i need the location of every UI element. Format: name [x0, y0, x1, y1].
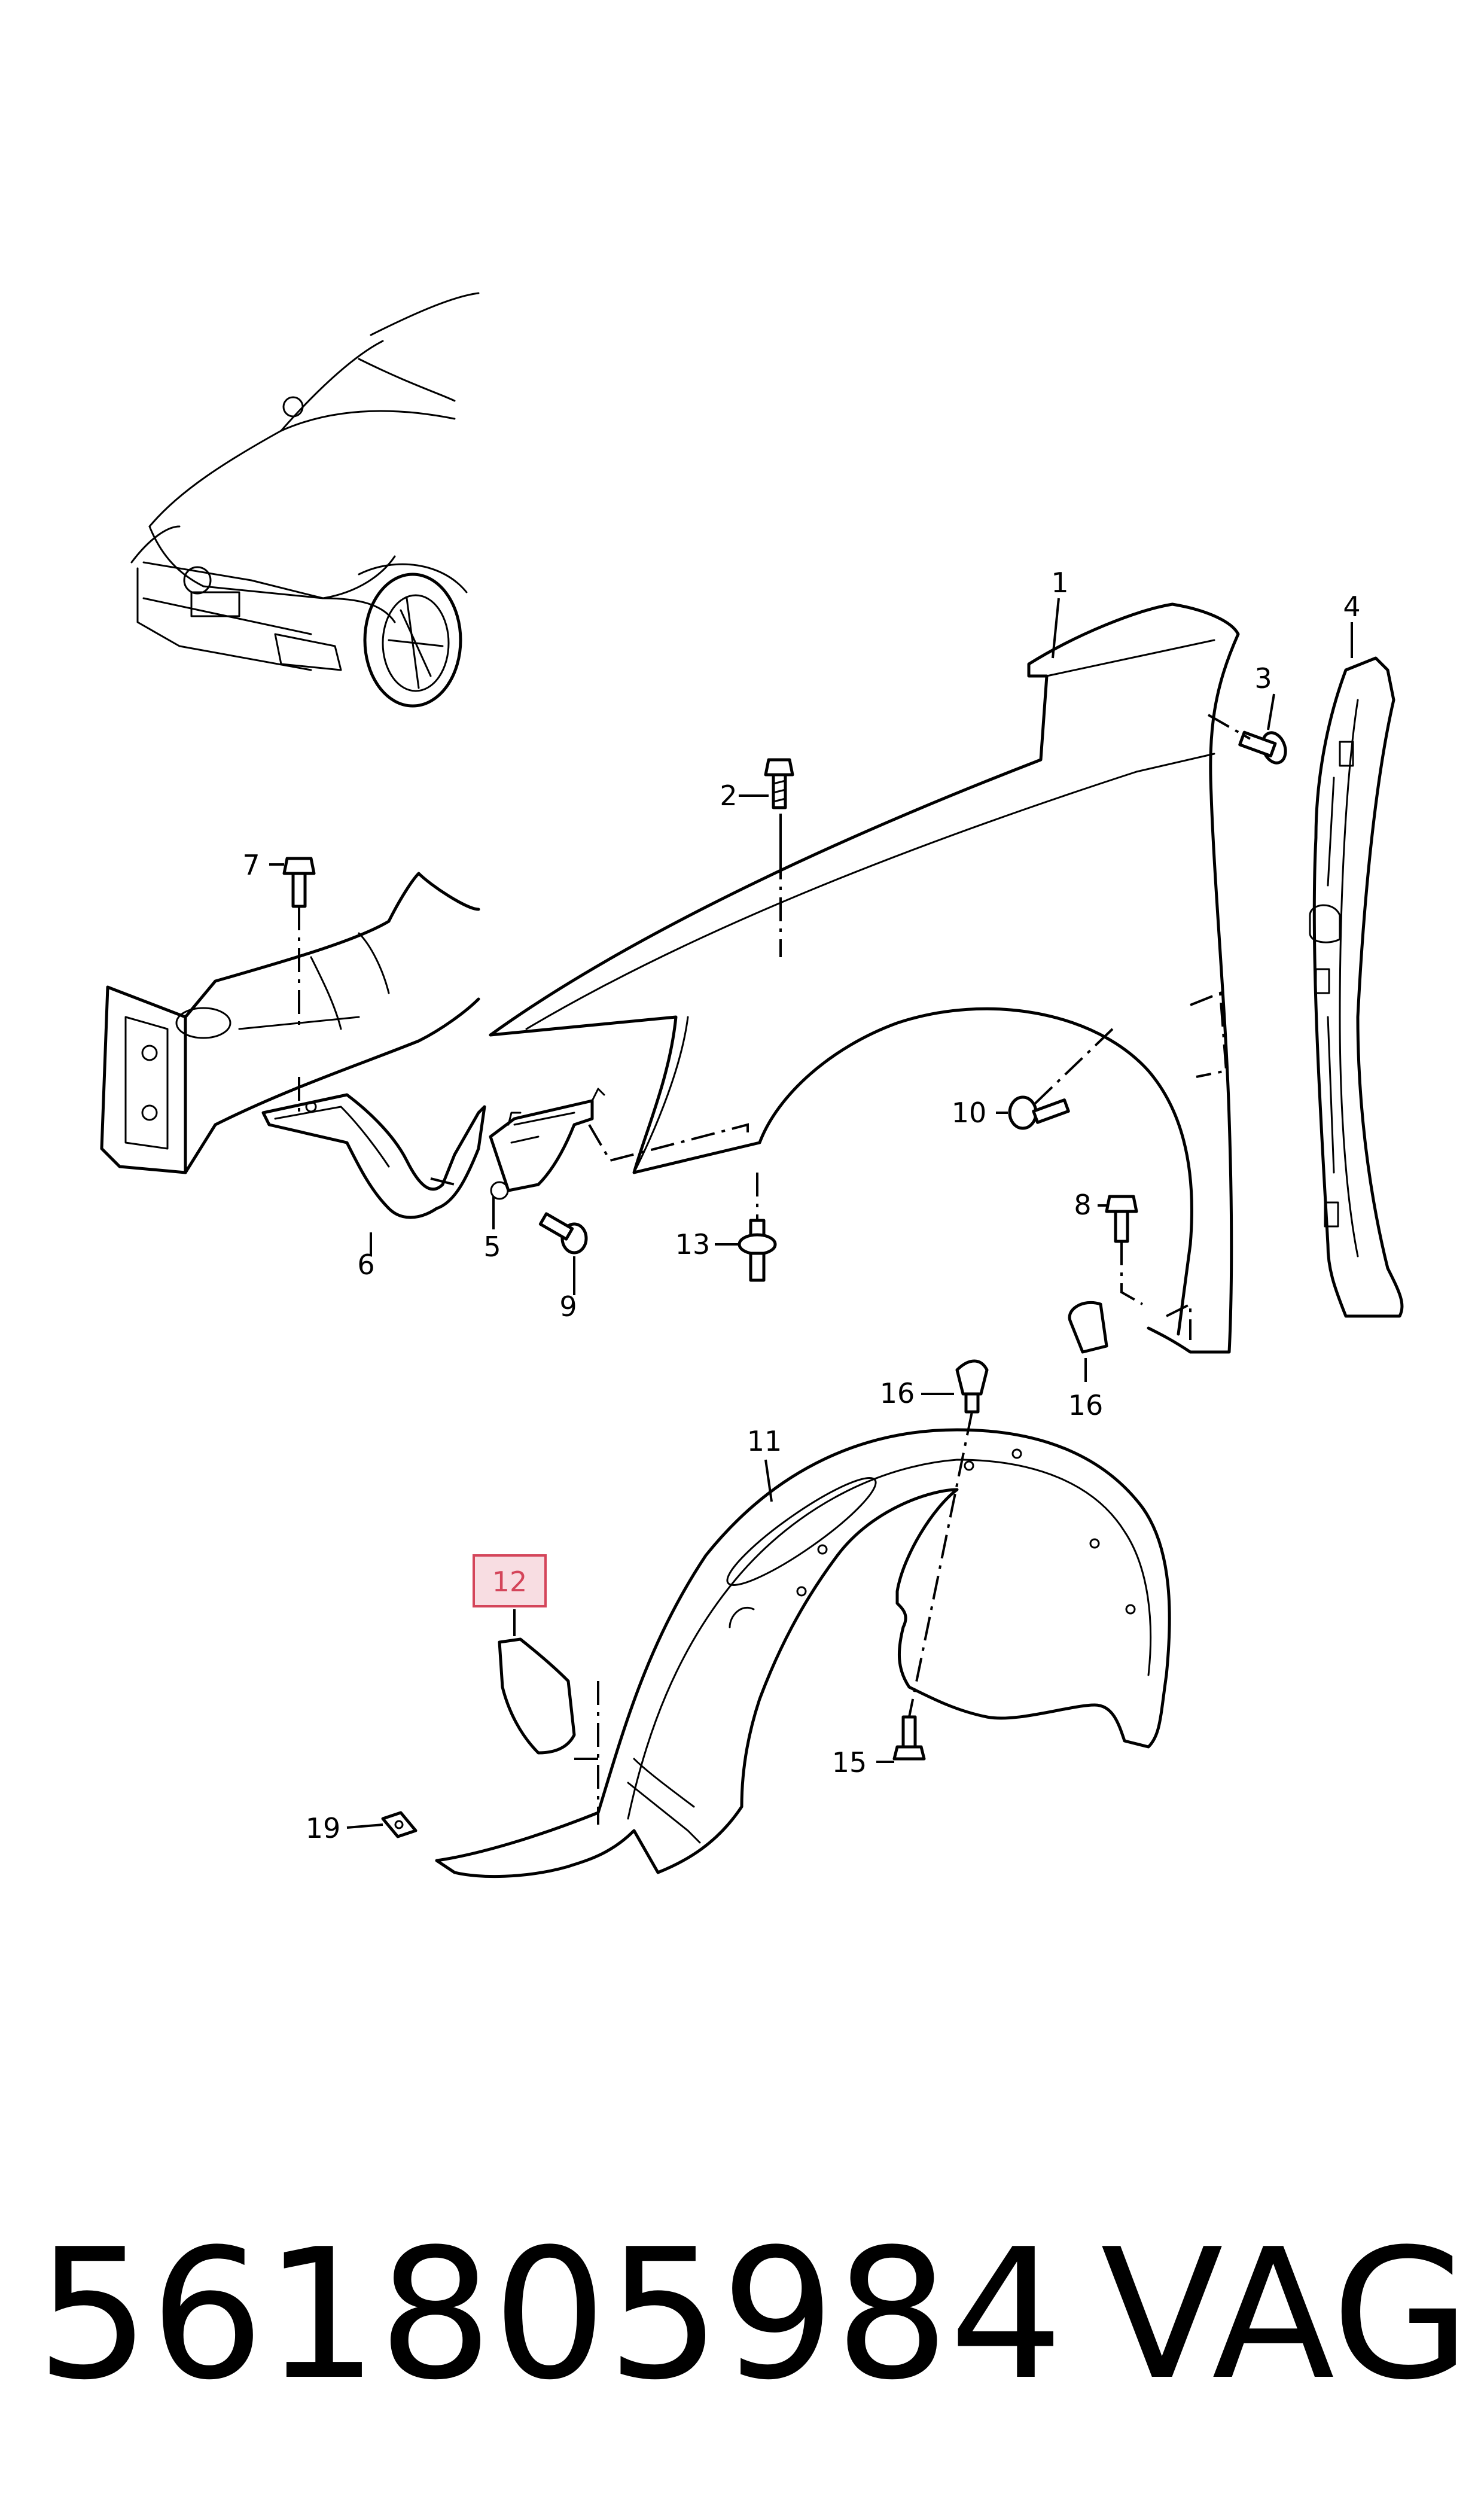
- wheelhouse-liner: [435, 1428, 1171, 1878]
- brand-label: VAG: [1101, 2211, 1471, 2419]
- callout-19: 19: [306, 1812, 341, 1844]
- callout-12: 12: [492, 1566, 528, 1598]
- callout-15: 15: [832, 1746, 867, 1779]
- bolt-9: [538, 1212, 588, 1255]
- bolt-10: [1008, 1095, 1070, 1130]
- leader-lines: [269, 598, 1353, 1829]
- fender-panel: [489, 602, 1240, 1354]
- callout-12-highlight: [473, 1554, 547, 1607]
- clip-16-bottom: [1068, 1301, 1108, 1354]
- pad-part-12: [498, 1637, 576, 1755]
- callout-2: 2: [720, 780, 737, 812]
- callout-13: 13: [675, 1228, 711, 1260]
- bolt-15: [892, 1715, 926, 1761]
- callout-3: 3: [1254, 662, 1272, 695]
- bolt-8: [1105, 1195, 1138, 1243]
- bolt-3: [1238, 730, 1287, 765]
- bolt-7: [282, 857, 316, 908]
- callout-16-top: 16: [880, 1377, 915, 1409]
- bracket-part-5: [489, 1088, 605, 1200]
- callout-labels: 1 2 3 4 5 6 7 8 9 10 11 12 13 15 16 16 1…: [242, 567, 1360, 1844]
- pillar-trim: [1309, 656, 1404, 1318]
- callout-11: 11: [747, 1425, 782, 1457]
- callout-10: 10: [952, 1097, 987, 1129]
- front-crossmember: [100, 872, 480, 1174]
- callout-16-bottom: 16: [1068, 1389, 1104, 1421]
- callout-9: 9: [559, 1290, 577, 1323]
- callout-7: 7: [242, 849, 260, 881]
- bracket-part-6: [261, 1093, 486, 1219]
- callout-4: 4: [1343, 590, 1360, 623]
- part-number: 561805984: [36, 2211, 1064, 2419]
- stud-13: [738, 1219, 777, 1282]
- callout-1: 1: [1051, 567, 1068, 599]
- bolt-2: [764, 758, 794, 809]
- clip-19: [381, 1811, 418, 1838]
- clip-16-top: [955, 1359, 989, 1414]
- callout-5: 5: [483, 1231, 501, 1263]
- callout-8: 8: [1074, 1189, 1091, 1221]
- vehicle-thumbnail: [130, 292, 480, 708]
- callout-6: 6: [357, 1249, 374, 1281]
